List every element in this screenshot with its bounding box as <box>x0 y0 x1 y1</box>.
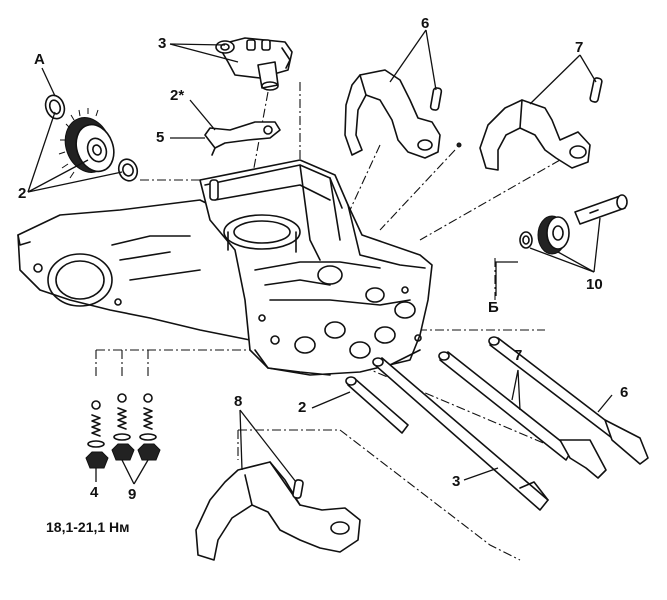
detent-block-3 <box>215 37 293 91</box>
callout-4: 4 <box>90 484 99 501</box>
counter-gear-10 <box>519 194 628 255</box>
callout-10: 10 <box>586 276 603 293</box>
callout-2-shaft: 2 <box>298 399 307 416</box>
callout-3-top: 3 <box>158 35 167 52</box>
torque-spec: 18,1-21,1 Нм <box>46 519 130 535</box>
callout-6-top: 6 <box>421 15 430 32</box>
transmission-case <box>17 159 433 376</box>
shift-rails <box>345 336 649 511</box>
callout-3-shaft: 3 <box>452 473 461 490</box>
callout-a: А <box>34 51 45 68</box>
callout-8: 8 <box>234 393 243 410</box>
callout-9: 9 <box>128 486 137 503</box>
callout-2-star: 2* <box>170 87 185 104</box>
callout-leaders <box>27 29 613 485</box>
shift-fork-7 <box>456 77 603 171</box>
callout-7-top: 7 <box>575 39 584 56</box>
callout-7-shaft: 7 <box>514 347 523 364</box>
callout-2-gear: 2 <box>18 185 27 202</box>
callout-b: Б <box>488 299 499 316</box>
shift-fork-6 <box>344 69 443 159</box>
callout-6-shaft: 6 <box>620 384 629 401</box>
input-gear-assembly <box>44 94 219 201</box>
callout-5: 5 <box>156 129 165 146</box>
shift-fork-8 <box>195 461 361 561</box>
detent-bolts <box>85 393 161 469</box>
shift-lever-5 <box>204 121 281 156</box>
